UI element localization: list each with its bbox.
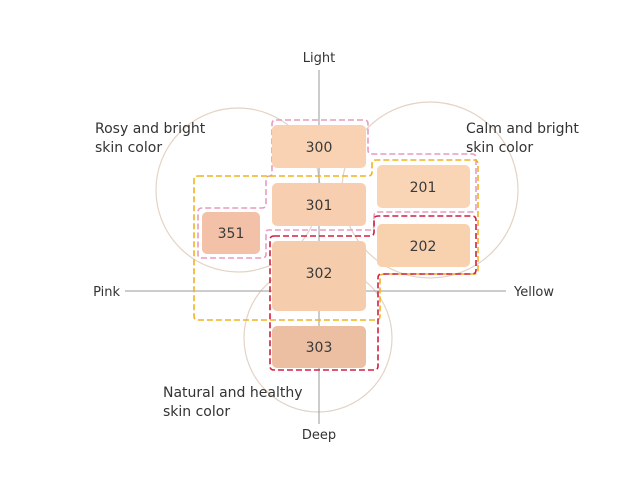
swatch-303-fill [272, 326, 366, 368]
calm-label-line2: skin color [466, 140, 533, 156]
axis-label-pink: Pink [93, 285, 120, 300]
axis-label-light: Light [303, 51, 335, 66]
natural-label-line2: skin color [163, 404, 230, 420]
swatch-302-fill [272, 241, 366, 311]
natural-label-line1: Natural and healthy [163, 385, 302, 401]
swatch-201-fill [377, 165, 470, 208]
rosy-label-line1: Rosy and bright [95, 121, 206, 137]
swatch-303-label: 303 [306, 340, 333, 356]
swatch-202[interactable]: 202 [377, 224, 470, 267]
axis-label-yellow: Yellow [513, 285, 554, 300]
swatch-202-fill [377, 224, 470, 267]
swatch-300-fill [272, 125, 366, 168]
swatch-302[interactable]: 302 [272, 241, 366, 311]
swatch-301-label: 301 [306, 198, 333, 214]
swatch-351[interactable]: 351 [202, 212, 260, 254]
swatch-301-fill [272, 183, 366, 226]
pink-group-outline [197, 119, 477, 259]
swatch-351-label: 351 [218, 226, 245, 242]
calm-label-line1: Calm and bright [466, 121, 579, 137]
axis-label-deep: Deep [302, 428, 336, 443]
swatch-300-label: 300 [306, 140, 333, 156]
swatch-202-label: 202 [410, 239, 437, 255]
swatch-351-fill [202, 212, 260, 254]
swatch-201[interactable]: 201 [377, 165, 470, 208]
swatch-300[interactable]: 300 [272, 125, 366, 168]
rosy-label-line2: skin color [95, 140, 162, 156]
swatch-302-label: 302 [306, 266, 333, 282]
swatch-201-label: 201 [410, 180, 437, 196]
swatch-301[interactable]: 301 [272, 183, 366, 226]
swatch-303[interactable]: 303 [272, 326, 366, 368]
red-group-outline [269, 215, 477, 371]
